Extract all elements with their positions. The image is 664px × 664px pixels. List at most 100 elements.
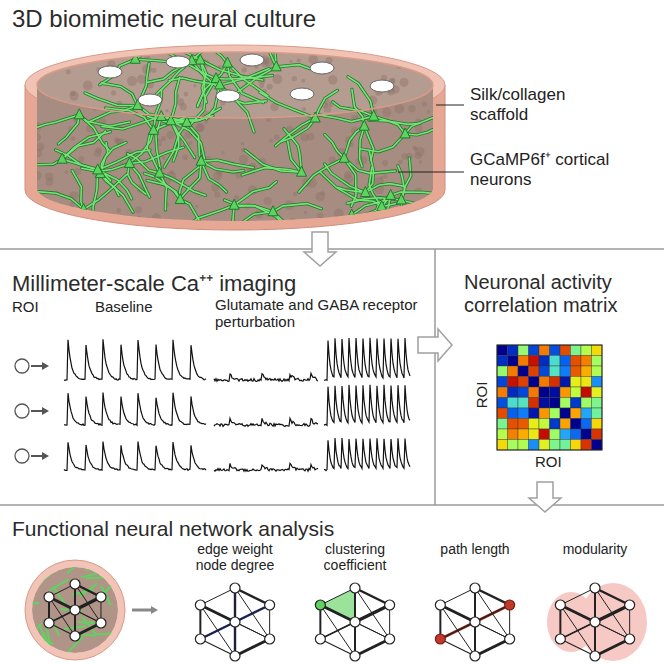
graph-node: [230, 651, 240, 661]
graph-node: [385, 600, 395, 610]
texture-dot: [241, 67, 247, 73]
texture-dot: [401, 153, 408, 160]
matrix-cell: [539, 377, 550, 388]
texture-dot: [66, 69, 71, 74]
graph-edge: [475, 639, 510, 656]
matrix-cell: [497, 419, 508, 430]
neurite: [352, 215, 381, 254]
neurite: [373, 195, 391, 233]
neurite: [79, 115, 129, 126]
network-graph: [44, 579, 106, 641]
texture-dot: [290, 218, 295, 223]
panel: Neuronal activity correlation matrix: [452, 266, 664, 482]
matrix-cell: [518, 419, 529, 430]
neurite: [201, 161, 226, 192]
neurite: [71, 209, 83, 245]
arrow-head: [151, 606, 158, 614]
neurite: [360, 126, 365, 167]
neuron-soma: [310, 112, 320, 122]
neurite: [234, 205, 287, 227]
neurite: [36, 192, 83, 210]
graph-node: [195, 600, 205, 610]
matrix-cell: [539, 429, 550, 440]
graph-edge: [355, 639, 390, 656]
neurite: [36, 192, 83, 210]
neurite: [273, 204, 322, 212]
texture-dot: [78, 156, 84, 162]
neurite: [171, 77, 180, 120]
matrix-cell: [592, 345, 603, 356]
graph-edge: [320, 605, 389, 639]
graph-edge: [560, 605, 629, 639]
texture-dot: [301, 79, 305, 83]
matrix-cell: [592, 419, 603, 430]
texture-dot: [221, 151, 224, 154]
texture-dot: [135, 206, 142, 213]
neurite: [86, 576, 108, 579]
neurite: [129, 163, 149, 197]
neuron-soma: [360, 187, 370, 197]
texture-dot: [403, 48, 411, 56]
texture-dot: [193, 84, 196, 87]
panel-heading: Neuronal activity correlation matrix: [464, 271, 652, 317]
matrix-cell: [508, 429, 519, 440]
matrix-cell: [550, 419, 561, 430]
matrix-cell: [497, 398, 508, 409]
network-graph: [195, 583, 274, 661]
neuron-soma: [369, 110, 379, 120]
neurite: [245, 150, 301, 172]
neurite: [56, 150, 98, 170]
matrix-cell: [571, 408, 582, 419]
texture-dot: [34, 149, 42, 157]
separator-line: [434, 249, 436, 505]
neurite: [325, 164, 366, 193]
texture-dot: [165, 109, 169, 113]
texture-dot: [274, 134, 280, 140]
texture-dot: [195, 205, 198, 208]
panel: 3D biomimetic neural culture: [0, 0, 664, 232]
matrix-frame: [497, 345, 602, 450]
neurite: [164, 121, 178, 167]
graph-node: [590, 617, 600, 627]
graph-node: [44, 592, 54, 602]
neurite: [164, 121, 178, 167]
texture-dot: [324, 105, 332, 113]
roi-arrow: [31, 410, 42, 412]
neurite: [62, 131, 105, 159]
scaffold-pore: [216, 90, 240, 102]
matrix-cell: [508, 345, 519, 356]
graph-edge: [320, 588, 355, 605]
matrix-cell: [550, 356, 561, 367]
texture-dot: [137, 75, 146, 84]
texture-dot: [137, 216, 142, 221]
matrix-cell: [550, 387, 561, 398]
matrix-cell: [560, 356, 571, 367]
matrix-cell: [581, 356, 592, 367]
graph-edge: [200, 588, 235, 605]
matrix-cell: [550, 366, 561, 377]
texture-dot: [412, 146, 416, 150]
matrix-cell: [592, 356, 603, 367]
scaffold-pore: [166, 56, 190, 68]
neurite: [67, 558, 83, 573]
matrix-cell: [550, 345, 561, 356]
matrix-cell: [581, 366, 592, 377]
texture-dot: [405, 211, 410, 216]
matrix-cell: [560, 366, 571, 377]
neuron-soma: [297, 166, 307, 176]
block-arrow: [304, 232, 336, 266]
callout-label: GCaMP6f⁺ cortical neurons: [470, 150, 620, 189]
graph-node: [625, 600, 635, 610]
neuron-soma: [377, 201, 387, 211]
scaffold-pore: [370, 80, 394, 92]
axis-label: ROI: [473, 382, 490, 409]
neurite: [179, 161, 201, 201]
roi-arrow: [31, 455, 42, 457]
matrix-cell: [497, 429, 508, 440]
scaffold-interior: [12, 17, 450, 263]
network-graph: [435, 583, 514, 661]
neurite: [369, 120, 405, 134]
graph-node: [315, 600, 325, 610]
matrix-cell: [529, 387, 540, 398]
matrix-cell: [560, 440, 571, 451]
